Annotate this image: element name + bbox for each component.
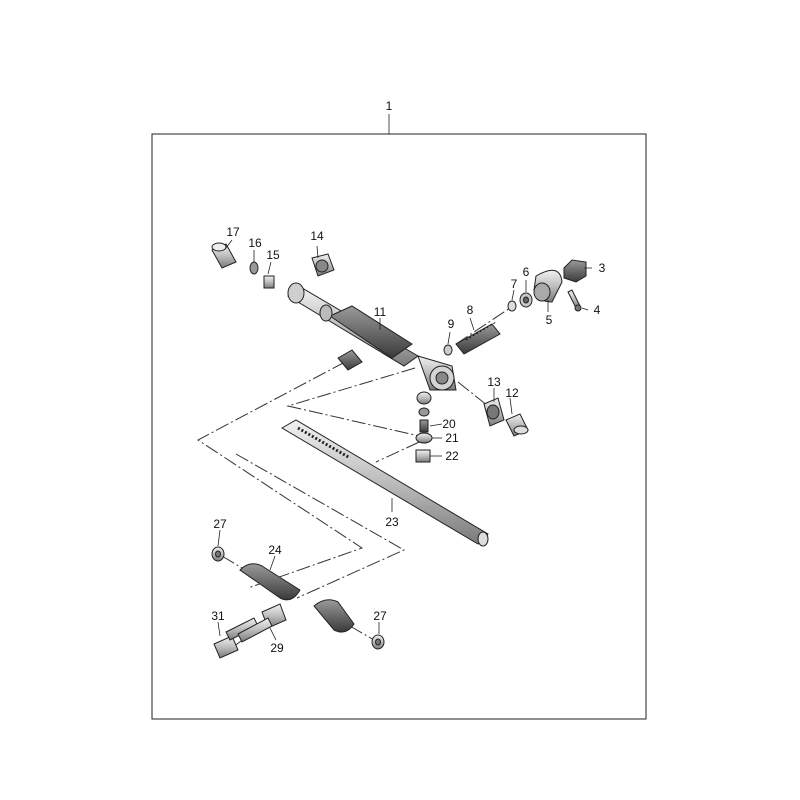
callout-13: 13 — [487, 375, 501, 389]
callout-6: 6 — [523, 265, 530, 279]
part-9-seal — [443, 344, 453, 356]
leader-lines — [217, 239, 592, 641]
phantom-outline-2 — [286, 367, 430, 463]
callout-22: 22 — [445, 449, 459, 463]
phantom-outline — [197, 361, 364, 589]
callout-11: 11 — [374, 305, 387, 319]
part-6-bearing — [519, 292, 533, 308]
part-8-pinion — [455, 321, 501, 355]
callout-4: 4 — [594, 303, 601, 317]
callout-8: 8 — [467, 303, 474, 317]
part-yoke-plug — [416, 391, 432, 417]
assembly-frame — [151, 133, 647, 720]
rack-bar — [281, 419, 489, 547]
part-17-sleeve — [211, 242, 237, 269]
callout-21: 21 — [445, 431, 459, 445]
callout-27-right: 27 — [373, 609, 387, 623]
callout-31: 31 — [211, 609, 225, 623]
callout-29: 29 — [270, 641, 284, 655]
part-3-nut — [563, 259, 587, 283]
part-16-ring — [249, 261, 259, 275]
rack-housing — [287, 282, 457, 391]
phantom-outline-3 — [235, 453, 406, 599]
callout-24: 24 — [268, 543, 282, 557]
part-22-cap — [415, 449, 431, 463]
callout-23: 23 — [385, 515, 399, 529]
callout-1: 1 — [386, 99, 393, 113]
callout-27-left: 27 — [213, 517, 227, 531]
callout-20: 20 — [442, 417, 456, 431]
callout-12: 12 — [505, 386, 519, 400]
part-14-mount — [311, 253, 335, 277]
part-21-nut — [415, 432, 433, 444]
phantom-link-27b — [349, 625, 375, 641]
callout-16: 16 — [248, 236, 262, 250]
phantom-link-7 — [455, 307, 511, 345]
part-12-sleeve — [505, 413, 529, 437]
callout-14: 14 — [310, 229, 324, 243]
part-15-bushing — [263, 275, 275, 289]
part-13-mount — [483, 397, 505, 427]
part-31-plate — [213, 617, 273, 659]
callout-15: 15 — [266, 248, 280, 262]
part-20-spring — [419, 419, 429, 433]
part-4-bolt — [567, 289, 582, 312]
callout-7: 7 — [511, 277, 518, 291]
part-27-clamp-left — [211, 546, 225, 562]
callout-5: 5 — [546, 313, 553, 327]
callout-17: 17 — [226, 225, 240, 239]
part-7-ring — [507, 300, 517, 312]
part-24-boot-left — [239, 563, 301, 601]
phantom-link-12 — [457, 381, 489, 407]
callout-3: 3 — [599, 261, 606, 275]
callout-9: 9 — [448, 317, 455, 331]
part-5-cover — [533, 269, 563, 303]
part-27-clamp-right — [371, 634, 385, 650]
part-24-boot-right — [313, 599, 355, 633]
